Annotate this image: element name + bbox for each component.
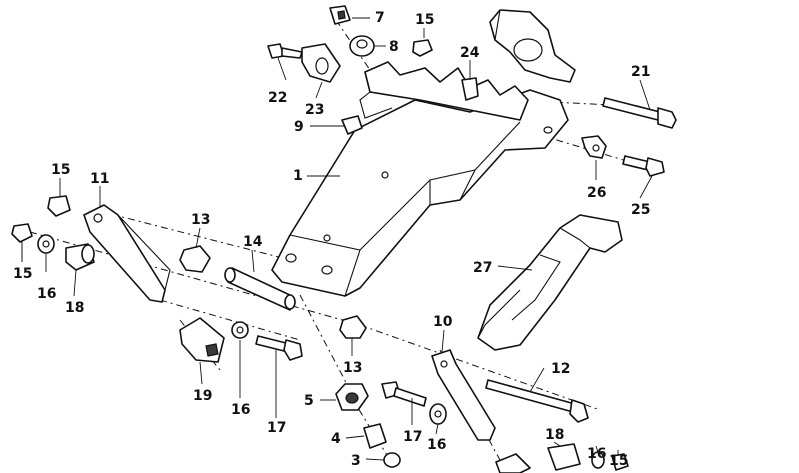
callout-16-bottom-right: 16: [587, 446, 606, 462]
bolt-part-21: [602, 97, 677, 129]
callout-17-center: 17: [267, 420, 286, 436]
callout-16-center: 16: [231, 402, 250, 418]
right-linkage-group: [431, 349, 629, 473]
callout-19: 19: [193, 388, 212, 404]
callout-15-bottom-right: 15: [609, 453, 628, 469]
callout-labels: 1 3 4 5 7 8 9 10 11 12 13 13 14 15 15 15…: [13, 10, 650, 469]
callout-14: 14: [243, 234, 263, 250]
bottom-center-group: [335, 315, 447, 468]
left-linkage-group: [11, 195, 303, 363]
callout-4: 4: [331, 431, 341, 447]
callout-3: 3: [351, 453, 361, 469]
callout-26: 26: [587, 185, 606, 201]
callout-15-left-upper: 15: [51, 162, 70, 178]
callout-1: 1: [293, 168, 303, 184]
callout-17-bottom: 17: [403, 429, 422, 445]
callout-13-lower: 13: [343, 360, 362, 376]
callout-9: 9: [294, 119, 304, 135]
callout-16-bottom: 16: [427, 437, 446, 453]
callout-23: 23: [305, 102, 324, 118]
callout-5: 5: [304, 393, 314, 409]
callout-24: 24: [460, 45, 480, 61]
callout-18-bottom-right: 18: [545, 427, 564, 443]
callout-10: 10: [433, 314, 453, 330]
callout-11: 11: [90, 171, 109, 187]
callout-22: 22: [268, 90, 287, 106]
callout-21: 21: [631, 64, 650, 80]
callout-27: 27: [473, 260, 492, 276]
clip-nut-part-26: [581, 135, 607, 159]
bolt-part-25: [622, 155, 665, 177]
callout-18-left: 18: [65, 300, 84, 316]
callout-25: 25: [631, 202, 650, 218]
callout-13-upper: 13: [191, 212, 210, 228]
cover-pad-part-27: [477, 214, 623, 351]
callout-8: 8: [389, 39, 399, 55]
main-bracket-part-1: [271, 61, 569, 297]
callout-15-top: 15: [415, 12, 434, 28]
callout-12: 12: [551, 361, 570, 377]
callout-7: 7: [375, 10, 385, 26]
leader-lines: [21, 17, 653, 461]
callout-15-left-lower: 15: [13, 266, 32, 282]
clamp-block: [489, 9, 576, 83]
callout-16-left: 16: [37, 286, 56, 302]
